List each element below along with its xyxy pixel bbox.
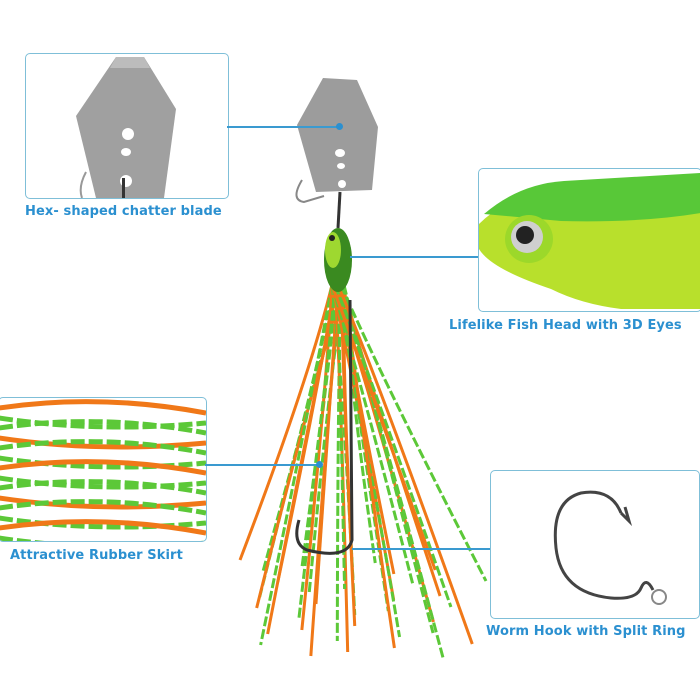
skirt-connector-line: [205, 464, 319, 466]
skirt-connector-dot: [316, 461, 323, 468]
blade-hole: [337, 163, 345, 169]
skirt-closeup-strand: [0, 415, 206, 430]
hook-connector-line: [352, 548, 490, 550]
skirt-strand: [238, 284, 334, 561]
blade-connector-line: [227, 126, 339, 128]
skirt-closeup-strand: [0, 399, 206, 416]
skirt-closeup-strand: [0, 479, 206, 496]
blade-connector-dot: [336, 123, 343, 130]
skirt-strand: [333, 284, 453, 608]
blade-detail-box: [25, 53, 229, 199]
skirt-closeup-strand: [0, 475, 206, 490]
blade-hole: [335, 149, 345, 157]
skirt-closeup-strand: [0, 515, 206, 530]
head-detail-box: [478, 168, 700, 312]
skirt-closeup-strand: [0, 519, 206, 536]
hook-label: Worm Hook with Split Ring: [486, 624, 686, 639]
lure-eye: [329, 235, 335, 241]
blade-label: Hex- shaped chatter blade: [25, 204, 222, 219]
hook: [295, 299, 354, 555]
skirt-closeup-strand: [0, 435, 206, 450]
skirt-closeup-strand: [0, 419, 206, 436]
skirt-closeup-strand: [0, 495, 206, 510]
snap-clip: [295, 179, 325, 204]
skirt-closeup-strand: [0, 459, 206, 476]
lure-head-highlight: [325, 232, 341, 268]
blade-hole: [338, 180, 346, 188]
rubber-skirt: [238, 284, 488, 660]
skirt-closeup-image: [0, 399, 206, 541]
skirt-strand: [330, 284, 415, 586]
blade-closeup-image: [76, 57, 176, 198]
skirt-strand: [330, 284, 437, 571]
skirt-strand: [330, 284, 357, 616]
skirt-strand: [259, 284, 334, 646]
skirt-strand: [339, 284, 488, 582]
skirt-strand: [300, 284, 337, 568]
skirt-closeup-strand: [0, 439, 206, 456]
chatter-blade: [297, 78, 378, 192]
skirt-closeup-strand: [0, 455, 206, 470]
skirt-detail-box: [0, 397, 207, 542]
skirt-closeup-strand: [0, 535, 206, 541]
skirt-label: Attractive Rubber Skirt: [10, 548, 183, 563]
head-label: Lifelike Fish Head with 3D Eyes: [449, 318, 682, 333]
hook-detail-box: [490, 470, 700, 619]
line-tie: [336, 191, 342, 229]
worm-hook-closeup-image: [553, 490, 667, 605]
skirt-strand: [342, 284, 377, 564]
head-connector-line: [350, 256, 478, 258]
fish-head-closeup-image: [479, 173, 700, 309]
skirt-closeup-strand: [0, 499, 206, 516]
